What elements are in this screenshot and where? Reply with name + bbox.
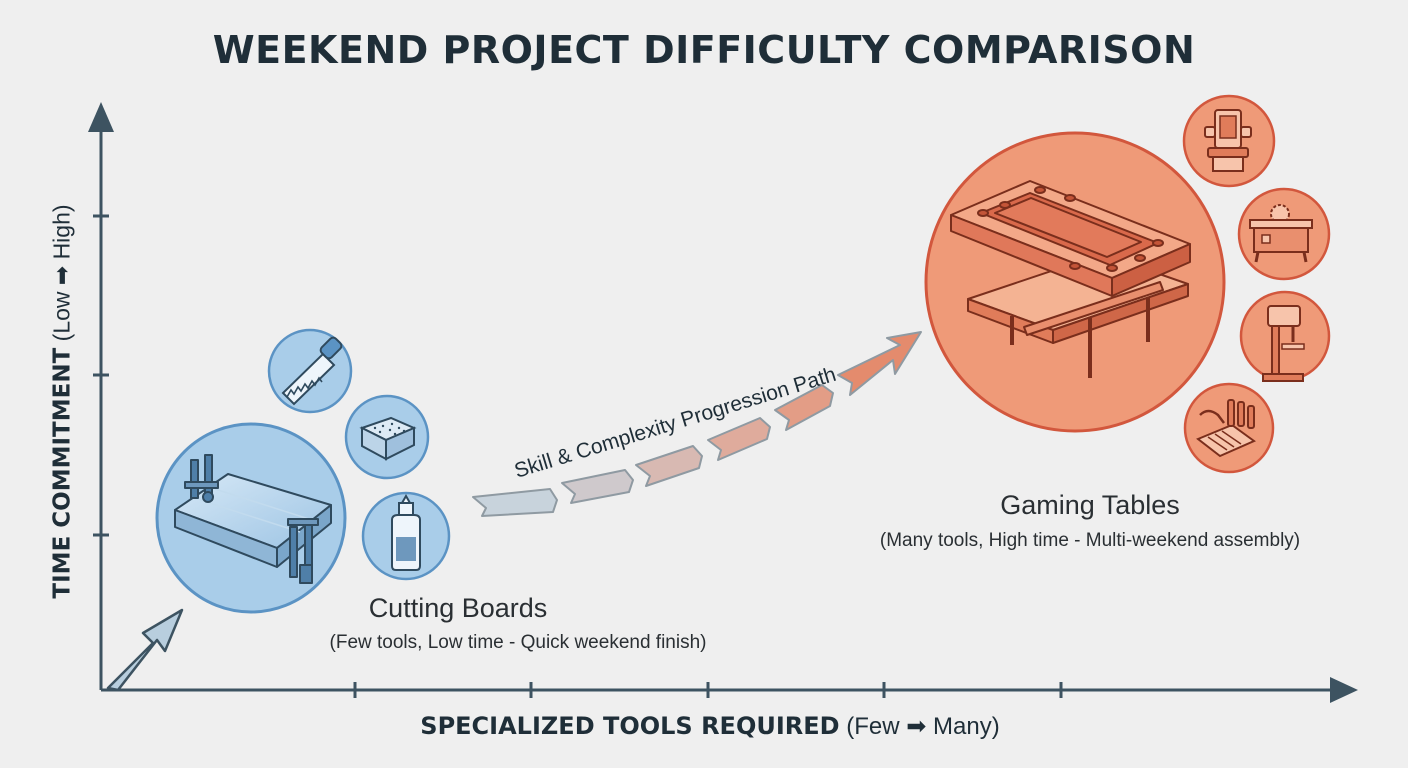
page-title: WEEKEND PROJECT DIFFICULTY COMPARISON <box>212 28 1196 72</box>
gaming-tables-description: (Many tools, High time - Multi-weekend a… <box>879 530 1301 551</box>
chisel-set-icon <box>1183 382 1275 474</box>
origin-arrow-icon <box>106 608 184 692</box>
path-chevron <box>774 384 834 431</box>
path-chevron <box>472 488 558 517</box>
gaming-table-icon <box>950 180 1191 378</box>
y-axis <box>93 125 109 690</box>
x-axis-label-bold: SPECIALIZED TOOLS REQUIRED <box>420 712 840 740</box>
x-axis-label-range: (Few ➡ Many) <box>839 713 1000 740</box>
glue-bottle-icon <box>361 491 451 581</box>
y-axis-label-bold: TIME COMMITMENT <box>49 347 76 599</box>
cutting-boards-main-circle <box>155 422 347 614</box>
x-axis <box>101 682 1335 698</box>
table-saw-icon <box>1237 187 1331 281</box>
y-axis-label-range: (Low ➡ High) <box>48 204 75 348</box>
path-chevron <box>707 417 771 461</box>
gaming-tables-main-circle <box>924 131 1226 433</box>
hand-saw-icon <box>267 328 353 414</box>
cutting-boards-title: Cutting Boards <box>368 593 548 623</box>
path-arrowhead <box>837 331 922 396</box>
sanding-block-icon <box>344 394 430 480</box>
path-chevron <box>635 445 703 487</box>
gaming-tables-title: Gaming Tables <box>1000 490 1180 520</box>
progression-path <box>472 331 922 517</box>
cutting-boards-description: (Few tools, Low time - Quick weekend fin… <box>329 632 707 653</box>
x-axis-arrowhead <box>1330 677 1358 703</box>
x-axis-label: SPECIALIZED TOOLS REQUIRED (Few ➡ Many) <box>0 712 1408 741</box>
cutting-board-icon <box>174 454 332 584</box>
drill-press-icon <box>1239 290 1331 382</box>
path-chevron <box>561 469 634 504</box>
y-axis-label: TIME COMMITMENT (Low ➡ High) <box>49 142 76 662</box>
y-axis-arrowhead <box>88 102 114 132</box>
router-icon <box>1182 94 1276 188</box>
